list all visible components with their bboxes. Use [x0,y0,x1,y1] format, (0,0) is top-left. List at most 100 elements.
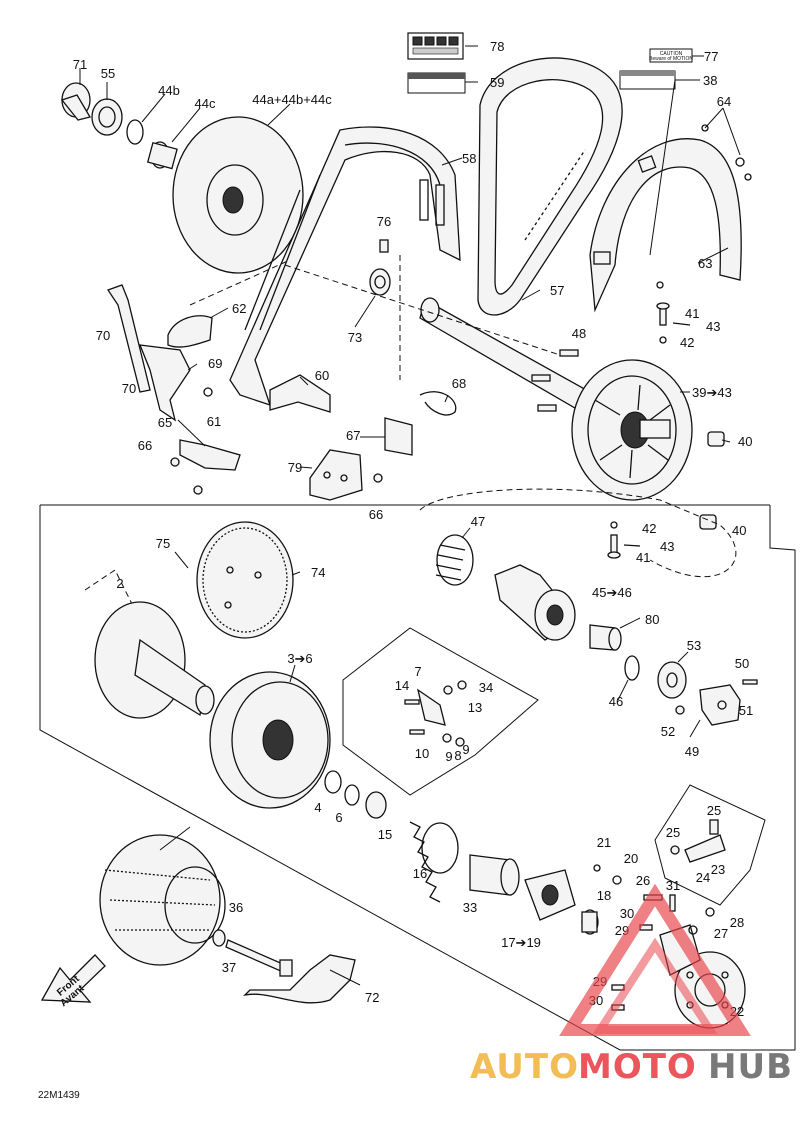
watermark-part1: AUTO [470,1047,579,1087]
watermark-part3: HUB [708,1047,793,1087]
watermark-triangle-icon [559,883,751,1036]
bushing-45-46 [494,564,576,641]
callout-63: 63 [698,256,712,271]
callout-42-top: 42 [680,335,694,350]
callout-36: 36 [229,900,243,915]
callout-16: 16 [413,866,427,881]
driven-pulley-44 [172,116,304,274]
callout-60: 60 [315,368,329,383]
clip-68 [419,391,457,416]
callout-21: 21 [597,835,611,850]
circlip-44b [126,119,144,145]
callout-64: 64 [717,94,731,109]
callout-70-top: 70 [96,328,110,343]
callout-41-bottom: 41 [636,550,650,565]
label-59 [407,72,466,94]
callout-23: 23 [711,862,725,877]
circlip-46 [624,655,640,681]
callout-8: 8 [454,748,461,763]
bracket-69 [138,344,191,422]
nut-52 [675,705,685,715]
chain-link-detail-frame [342,627,539,796]
callout-48: 48 [572,326,586,341]
callout-41-top: 41 [685,306,699,321]
bearing-71 [60,82,92,121]
spring-47 [435,534,474,586]
bolt-37 [225,939,293,977]
callout-9-right: 9 [462,742,469,757]
callout-4: 4 [314,800,321,815]
sleeve-33 [469,854,520,896]
bracket-65 [179,439,241,471]
watermark: AUTO MOTO HUB [470,883,793,1087]
screw-41-bottom [607,521,641,559]
callout-69: 69 [208,356,222,371]
spider-17-19 [524,869,576,921]
callout-15: 15 [378,827,392,842]
bearing-55 [91,98,123,136]
belt-guard-cover-63 [589,124,752,313]
ring-gear-74 [196,521,294,639]
bracket-79 [309,449,363,501]
rings-4-6-15 [324,770,387,819]
bushing-44c [146,141,178,170]
lever-detail-frame [654,784,766,906]
label-77-line2: Beware of MOTION [649,56,693,62]
callout-42-bottom: 42 [642,521,656,536]
callout-55: 55 [101,66,115,81]
callout-45-46: 45➔46 [592,585,632,600]
front-arrow: Front Avant [40,954,106,1009]
callout-61: 61 [207,414,221,429]
callout-72: 72 [365,990,379,1005]
callout-68: 68 [452,376,466,391]
callout-80: 80 [645,612,659,627]
callout-66-right: 66 [369,507,383,522]
callout-77: 77 [704,49,718,64]
drive-belt-57 [477,57,623,316]
nut-21 [593,864,601,872]
callout-43-top: 43 [706,319,720,334]
movable-sheave-3-6 [209,671,331,809]
label-77-line1: CAUTION [660,51,683,57]
nut-66-left [170,457,180,467]
clutch-assembly [99,834,226,966]
nut-61 [203,387,213,397]
callout-34: 34 [479,680,493,695]
belt-guard-bracket-58 [229,126,461,407]
callout-71: 71 [73,57,87,72]
callout-70-bottom: 70 [122,381,136,396]
callout-30-top: 30 [620,906,634,921]
callout-46: 46 [609,694,623,709]
callout-49: 49 [685,744,699,759]
callout-40-bottom: 40 [732,523,746,538]
callout-25-left: 25 [666,825,680,840]
callout-7: 7 [414,664,421,679]
bracket-67 [384,417,413,456]
leader-lines [79,45,741,986]
callout-40-top: 40 [738,434,752,449]
callout-59: 59 [490,75,504,90]
lower-assembly-frame [39,505,796,1051]
callout-47: 47 [471,514,485,529]
callout-18: 18 [597,888,611,903]
screw-41-top [656,302,691,344]
callout-53: 53 [687,638,701,653]
callout-74: 74 [311,565,325,580]
callout-17-19: 17➔19 [501,935,541,950]
callout-78: 78 [490,39,504,54]
drawing-code: 22M1439 [38,1090,80,1101]
nut-28 [705,907,715,917]
bracket-49 [699,684,741,726]
callout-3-6: 3➔6 [287,651,312,666]
watermark-part2: MOTO [578,1047,697,1087]
label-78 [407,32,464,60]
callout-44abc: 44a+44b+44c [252,92,332,107]
callout-27: 27 [714,926,728,941]
callout-14: 14 [395,678,409,693]
spacer-40-top [707,431,725,447]
lever-detail-23-25 [670,819,726,863]
callout-20: 20 [624,851,638,866]
callout-75: 75 [156,536,170,551]
washer-36 [212,929,226,947]
